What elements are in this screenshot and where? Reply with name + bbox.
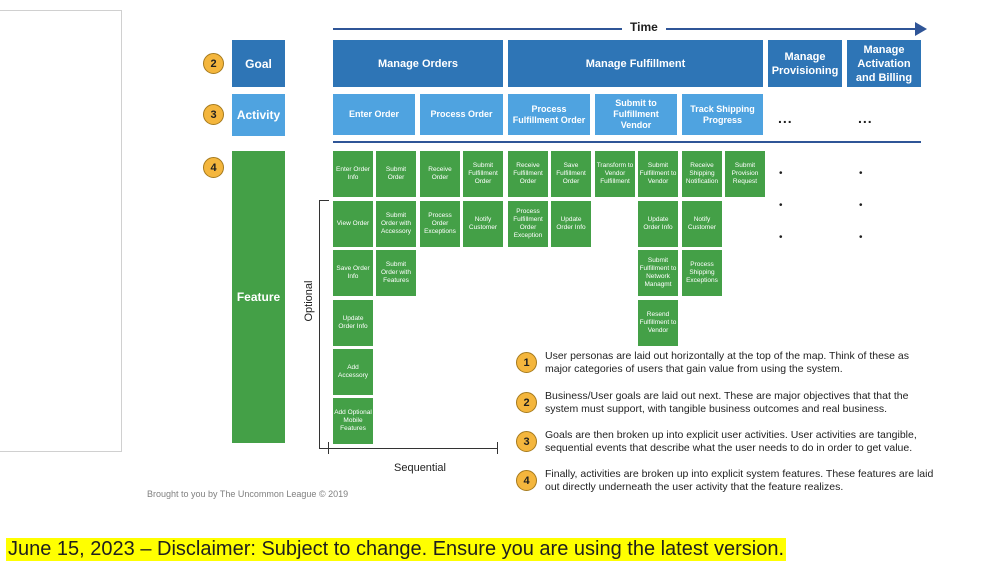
goal-row-label: Goal xyxy=(232,40,285,87)
activity-process-fulfillment-order: Process Fulfillment Order xyxy=(508,94,590,135)
note-1: 1 User personas are laid out horizontall… xyxy=(516,350,936,376)
credit-text: Brought to you by The Uncommon League © … xyxy=(147,489,349,499)
note-number-badge: 3 xyxy=(516,431,537,452)
feature-process-order-exceptions: Process Order Exceptions xyxy=(420,201,460,247)
feature-add-optional-mobile-features: Add Optional Mobile Features xyxy=(333,398,373,444)
feature-bullet: • xyxy=(779,232,783,243)
time-arrow-head xyxy=(915,22,927,36)
feature-save-fulfillment-order: Save Fulfillment Order xyxy=(551,151,591,197)
activity-enter-order: Enter Order xyxy=(333,94,415,135)
feature-bullet: • xyxy=(859,200,863,211)
feature-number-badge: 4 xyxy=(203,157,224,178)
note-text: Business/User goals are laid out next. T… xyxy=(545,390,909,415)
activity-ellipsis-billing: ... xyxy=(858,110,873,126)
feature-update-order-info: Update Order Info xyxy=(333,300,373,346)
feature-notify-customer-shipping: Notify Customer xyxy=(682,201,722,247)
sequential-label: Sequential xyxy=(394,462,446,474)
feature-process-fulfillment-order-exception: Process Fulfillment Order Exception xyxy=(508,201,548,247)
feature-resend-fulfillment-to-vendor: Resend Fulfillment to Vendor xyxy=(638,300,678,346)
feature-submit-provision-request: Submit Provision Request xyxy=(725,151,765,197)
feature-bullet: • xyxy=(779,168,783,179)
feature-submit-order: Submit Order xyxy=(376,151,416,197)
feature-process-shipping-exceptions: Process Shipping Exceptions xyxy=(682,250,722,296)
feature-update-order-info-vendor: Update Order Info xyxy=(638,201,678,247)
left-panel xyxy=(0,10,122,452)
note-number-badge: 1 xyxy=(516,352,537,373)
sequential-bracket-left xyxy=(328,442,329,454)
feature-submit-fulfillment-to-network: Submit Fulfillment to Network Managmt xyxy=(638,250,678,296)
feature-add-accessory: Add Accessory xyxy=(333,349,373,395)
optional-label: Optional xyxy=(303,280,315,322)
note-text: Goals are then broken up into explicit u… xyxy=(545,429,917,454)
note-3: 3 Goals are then broken up into explicit… xyxy=(516,429,936,455)
optional-bracket xyxy=(319,200,329,448)
note-4: 4 Finally, activities are broken up into… xyxy=(516,468,936,494)
goal-manage-activation-billing: Manage Activation and Billing xyxy=(847,40,921,87)
sequential-bracket-right xyxy=(497,442,498,454)
time-label: Time xyxy=(622,20,666,34)
feature-row-label: Feature xyxy=(232,151,285,443)
note-number-badge: 4 xyxy=(516,470,537,491)
goal-manage-fulfillment: Manage Fulfillment xyxy=(508,40,763,87)
feature-notify-customer: Notify Customer xyxy=(463,201,503,247)
feature-view-order: View Order xyxy=(333,201,373,247)
goal-number-badge: 2 xyxy=(203,53,224,74)
feature-bullet: • xyxy=(859,232,863,243)
feature-receive-shipping-notification: Receive Shipping Notification xyxy=(682,151,722,197)
optional-bracket-top xyxy=(319,200,329,201)
note-number-badge: 2 xyxy=(516,392,537,413)
activity-process-order: Process Order xyxy=(420,94,503,135)
feature-transform-to-vendor-fulfillment: Transform to Vendor Fulfillment xyxy=(595,151,635,197)
feature-submit-order-with-accessory: Submit Order with Accessory xyxy=(376,201,416,247)
feature-receive-fulfillment-order: Receive Fulfillment Order xyxy=(508,151,548,197)
feature-submit-order-with-features: Submit Order with Features xyxy=(376,250,416,296)
activity-track-shipping-progress: Track Shipping Progress xyxy=(682,94,763,135)
separator-line xyxy=(333,141,921,143)
activity-number-badge: 3 xyxy=(203,104,224,125)
goal-manage-provisioning: Manage Provisioning xyxy=(768,40,842,87)
activity-row-label: Activity xyxy=(232,94,285,136)
feature-submit-fulfillment-to-vendor: Submit Fulfillment to Vendor xyxy=(638,151,678,197)
activity-ellipsis-provisioning: ... xyxy=(778,110,793,126)
feature-bullet: • xyxy=(779,200,783,211)
feature-update-order-info-fulfillment: Update Order Info xyxy=(551,201,591,247)
optional-bracket-bottom xyxy=(319,448,329,449)
sequential-bracket xyxy=(328,448,498,449)
feature-bullet: • xyxy=(859,168,863,179)
feature-save-order-info: Save Order Info xyxy=(333,250,373,296)
feature-submit-fulfillment-order: Submit Fulfillment Order xyxy=(463,151,503,197)
note-text: User personas are laid out horizontally … xyxy=(545,350,910,375)
disclaimer-banner: June 15, 2023 – Disclaimer: Subject to c… xyxy=(6,538,787,561)
feature-enter-order-info: Enter Order Info xyxy=(333,151,373,197)
note-text: Finally, activities are broken up into e… xyxy=(545,468,934,493)
activity-submit-to-fulfillment-vendor: Submit to Fulfillment Vendor xyxy=(595,94,677,135)
note-2: 2 Business/User goals are laid out next.… xyxy=(516,390,936,416)
goal-manage-orders: Manage Orders xyxy=(333,40,503,87)
feature-receive-order: Receive Order xyxy=(420,151,460,197)
